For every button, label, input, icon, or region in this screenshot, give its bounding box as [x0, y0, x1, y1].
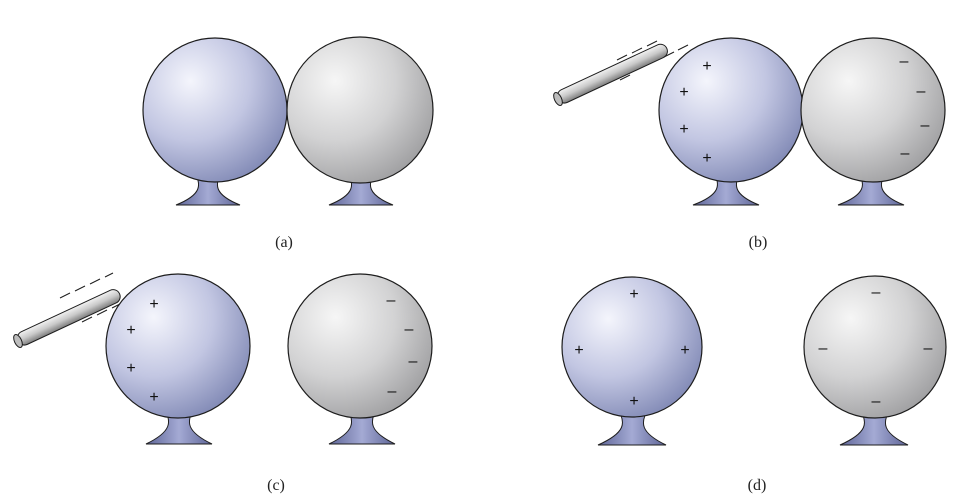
panel-caption: (c) [267, 477, 285, 494]
minus-sign: – [819, 340, 828, 357]
panel-b: + + + + – – – – (b) [552, 38, 945, 251]
minus-sign: – [388, 383, 397, 400]
minus-sign: – [900, 53, 909, 70]
minus-sign: – [921, 117, 930, 134]
minus-sign: – [872, 393, 881, 410]
plus-sign: + [679, 84, 688, 101]
sphere-right [287, 37, 433, 183]
plus-sign: + [679, 121, 688, 138]
panel-caption: (b) [749, 234, 768, 251]
plus-sign: + [149, 389, 158, 406]
minus-sign: – [409, 353, 418, 370]
panel-caption: (a) [275, 234, 293, 251]
plus-sign: + [702, 58, 711, 75]
panel-d: + + + + – – – – (d) [562, 276, 946, 494]
minus-sign: – [405, 321, 414, 338]
plus-sign: + [629, 286, 638, 303]
plus-sign: + [126, 360, 135, 377]
panel-a: (a) [143, 37, 433, 251]
panel-c: + + + + – – – – (c) [12, 273, 432, 494]
plus-sign: + [702, 150, 711, 167]
sphere-left [659, 38, 803, 182]
plus-sign: + [680, 342, 689, 359]
minus-sign: – [901, 145, 910, 162]
sphere-left [143, 38, 287, 182]
sphere-right [288, 274, 432, 418]
minus-sign: – [387, 292, 396, 309]
plus-sign: + [149, 296, 158, 313]
charged-rod [552, 42, 670, 107]
plus-sign: + [629, 393, 638, 410]
sphere-left [106, 274, 250, 418]
panel-caption: (d) [748, 477, 767, 494]
plus-sign: + [126, 322, 135, 339]
minus-sign: – [872, 284, 881, 301]
minus-sign: – [924, 340, 933, 357]
minus-sign: – [917, 83, 926, 100]
plus-sign: + [574, 342, 583, 359]
sphere-right [801, 38, 945, 182]
